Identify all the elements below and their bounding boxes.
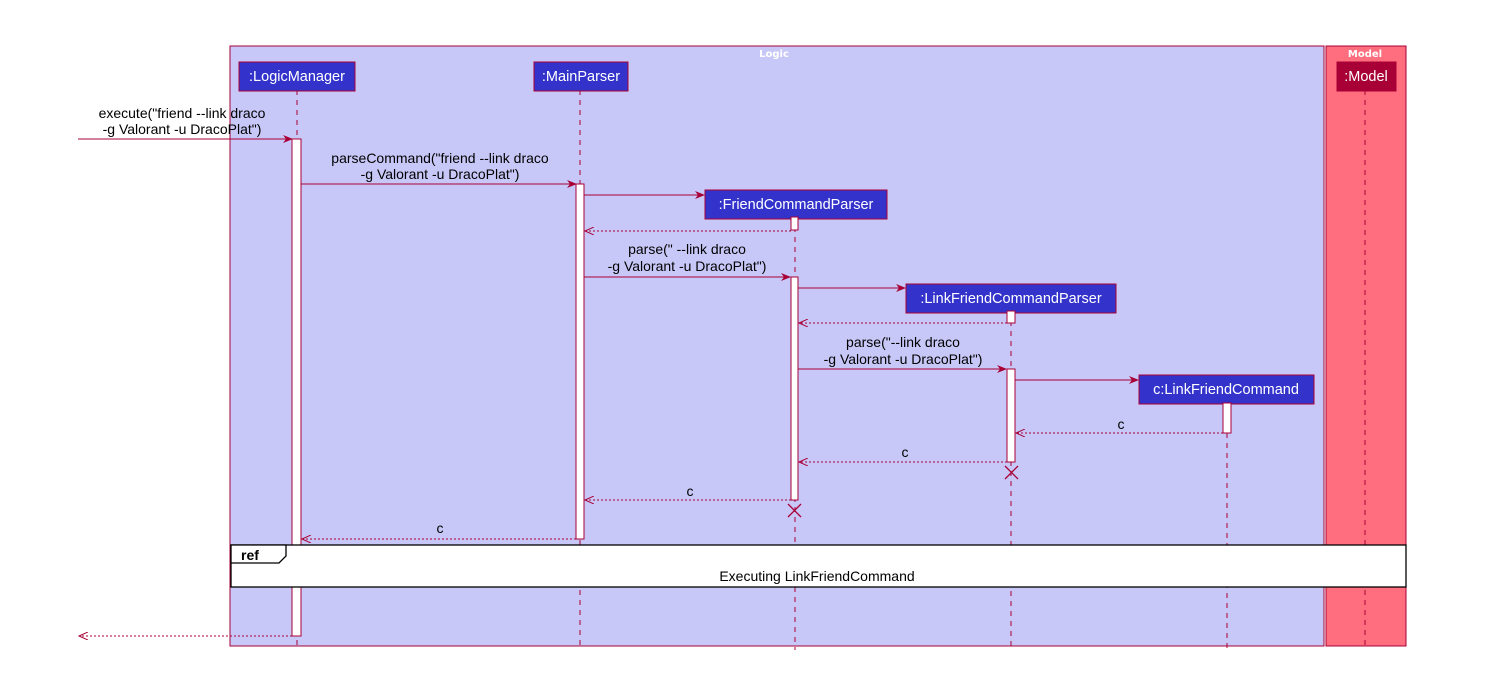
logic-box-title: Logic (759, 49, 789, 60)
participant-main-parser: :MainParser (533, 61, 629, 92)
svg-text::LogicManager: :LogicManager (249, 69, 345, 85)
svg-text:c: c (437, 520, 444, 536)
svg-text:parse(" --link draco: parse(" --link draco (628, 241, 746, 257)
activation-bars (291, 138, 1232, 637)
ref-label: Executing LinkFriendCommand (719, 568, 914, 584)
participant-model: :Model (1336, 61, 1397, 92)
activation-logic-manager (291, 138, 302, 637)
activation-link-friend-command-parser (1006, 368, 1016, 463)
return-c-2: c (799, 444, 1007, 462)
participant-friend-command-parser: :FriendCommandParser (704, 189, 888, 220)
svg-text:c:LinkFriendCommand: c:LinkFriendCommand (1153, 382, 1299, 398)
activation-main-parser (575, 183, 585, 540)
activation-friend-command-parser-create (790, 216, 799, 231)
svg-text:c: c (687, 483, 694, 499)
svg-text:execute("friend --link draco: execute("friend --link draco (99, 105, 266, 121)
participant-link-friend-command-parser: :LinkFriendCommandParser (905, 283, 1117, 314)
svg-text:c: c (1118, 416, 1125, 432)
ref-fragment: ref Executing LinkFriendCommand (230, 544, 1407, 588)
ref-tag: ref (241, 547, 259, 563)
activation-link-friend-command (1222, 402, 1232, 434)
svg-text::MainParser: :MainParser (542, 69, 620, 85)
activation-friend-command-parser (790, 276, 799, 501)
participant-link-friend-command: c:LinkFriendCommand (1138, 374, 1315, 405)
svg-text::FriendCommandParser: :FriendCommandParser (719, 197, 874, 213)
participant-logic-manager: :LogicManager (238, 61, 356, 92)
return-c-1: c (1016, 416, 1223, 433)
message-parse-link: parse("--link draco -g Valorant -u Draco… (798, 334, 1007, 373)
svg-text:-g Valorant -u DracoPlat"): -g Valorant -u DracoPlat") (608, 258, 767, 274)
svg-text:-g Valorant -u DracoPlat"): -g Valorant -u DracoPlat") (824, 351, 983, 367)
return-c-4: c (302, 520, 576, 539)
svg-text:c: c (902, 444, 909, 460)
destroy-friend-command-parser-icon (787, 503, 802, 518)
model-box-title: Model (1348, 49, 1382, 60)
svg-text::LinkFriendCommandParser: :LinkFriendCommandParser (920, 291, 1101, 307)
svg-text:parseCommand("friend --link dr: parseCommand("friend --link draco (331, 150, 549, 166)
svg-text:-g Valorant -u DracoPlat"): -g Valorant -u DracoPlat") (103, 121, 262, 137)
destroy-link-friend-command-parser-icon (1004, 465, 1019, 480)
message-parse-command: parseCommand("friend --link draco -g Val… (301, 150, 577, 188)
svg-text::Model: :Model (1344, 69, 1388, 85)
message-parse-friend: parse(" --link draco -g Valorant -u Drac… (584, 241, 791, 281)
return-c-3: c (585, 483, 791, 500)
svg-text:-g Valorant -u DracoPlat"): -g Valorant -u DracoPlat") (361, 166, 520, 182)
activation-link-friend-command-parser-create (1006, 310, 1016, 324)
svg-text:parse("--link draco: parse("--link draco (846, 334, 960, 350)
message-execute: execute("friend --link draco -g Valorant… (78, 105, 293, 143)
